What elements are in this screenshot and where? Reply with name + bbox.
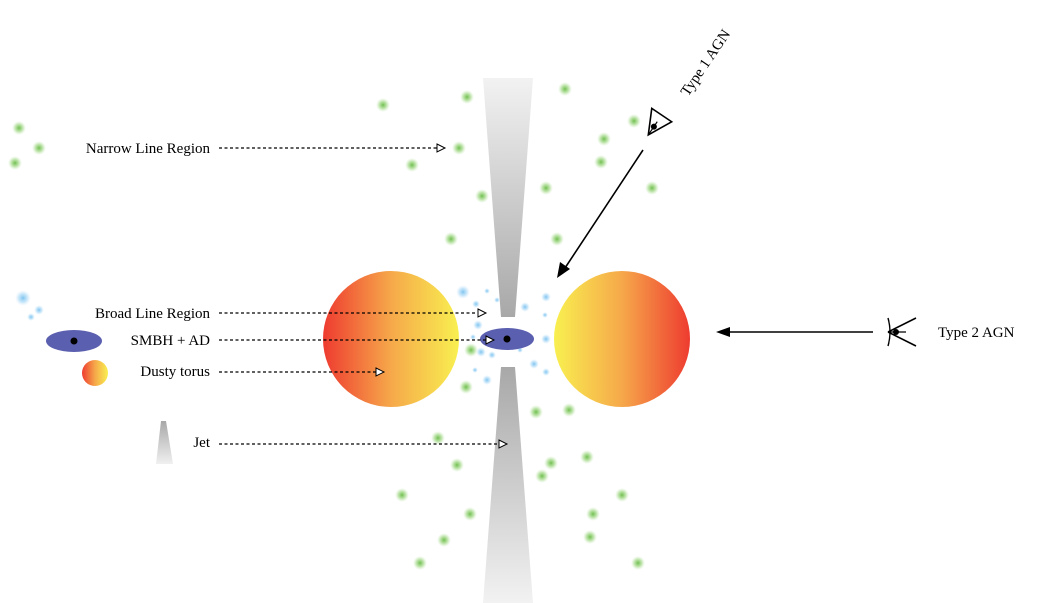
nlr-cloud (597, 132, 611, 146)
blr-cloud (494, 297, 500, 303)
legend-nlr-icon (8, 121, 46, 170)
nlr-cloud (460, 90, 474, 104)
blr-cloud (456, 285, 470, 299)
blr-cloud (470, 334, 476, 340)
legend-blr-icon (15, 290, 44, 321)
type1-line-of-sight (557, 149, 644, 278)
smbh-core (503, 335, 511, 343)
nlr-cloud (444, 232, 458, 246)
blr-cloud (472, 367, 478, 373)
legend-smbh-icon (46, 330, 102, 352)
nlr-cloud (594, 155, 608, 169)
blr-cloud (482, 375, 492, 385)
nlr-cloud (558, 82, 572, 96)
nlr-cloud (580, 450, 594, 464)
nlr-cloud (413, 556, 427, 570)
blr-cloud (476, 347, 486, 357)
nlr-cloud (464, 343, 478, 357)
nlr-cloud (615, 488, 629, 502)
blr-cloud (520, 302, 530, 312)
blr-cloud (541, 334, 551, 344)
nlr-cloud (645, 181, 659, 195)
nlr-cloud (529, 405, 543, 419)
nlr-cloud (583, 530, 597, 544)
blr-cloud (472, 300, 480, 308)
narrow-line-region-label: Narrow Line Region (86, 141, 211, 157)
nlr-cloud (475, 189, 489, 203)
broad-line-region-label: Broad Line Region (95, 306, 210, 322)
narrow-line-region-pointer (219, 143, 447, 153)
legend-torus-icon (82, 360, 108, 386)
nlr-cloud (437, 533, 451, 547)
blr-cloud (484, 288, 490, 294)
smbh-ad-label: SMBH + AD (131, 333, 210, 349)
nlr-cloud (376, 98, 390, 112)
jet-lower (483, 367, 533, 603)
blr-cloud (473, 320, 483, 330)
jet-label: Jet (193, 435, 210, 451)
nlr-cloud (586, 507, 600, 521)
nlr-cloud (450, 458, 464, 472)
smbh-ad-pointer (219, 335, 496, 345)
nlr-cloud (544, 456, 558, 470)
nlr-cloud (452, 141, 466, 155)
blr-cloud (542, 368, 550, 376)
nlr-cloud (395, 488, 409, 502)
nlr-cloud (550, 232, 564, 246)
dusty-torus-label: Dusty torus (140, 364, 210, 380)
nlr-cloud (631, 556, 645, 570)
nlr-cloud (627, 114, 641, 128)
nlr-cloud (562, 403, 576, 417)
type2-line-of-sight (716, 327, 873, 337)
dusty-torus-right (554, 271, 690, 407)
blr-cloud (529, 359, 539, 369)
type1-eye-icon (647, 106, 674, 137)
legend-jet-icon (156, 421, 173, 464)
nlr-cloud (459, 380, 473, 394)
blr-cloud (488, 351, 496, 359)
narrow-line-region-clouds (376, 82, 659, 570)
nlr-cloud (539, 181, 553, 195)
type2-eye-icon (887, 317, 917, 347)
broad-line-region-pointer (219, 308, 488, 318)
broad-line-region-clouds (456, 285, 551, 385)
nlr-cloud (405, 158, 419, 172)
type2-agn-label: Type 2 AGN (938, 325, 1015, 341)
nlr-cloud (431, 431, 445, 445)
nlr-cloud (535, 469, 549, 483)
nlr-cloud (463, 507, 477, 521)
dusty-torus-pointer (219, 367, 386, 377)
type1-agn-label: Type 1 AGN (678, 27, 734, 99)
blr-cloud (542, 312, 548, 318)
blr-cloud (541, 292, 551, 302)
dusty-torus-left (323, 271, 459, 407)
jet-upper (483, 78, 533, 317)
jet-pointer (219, 439, 509, 449)
